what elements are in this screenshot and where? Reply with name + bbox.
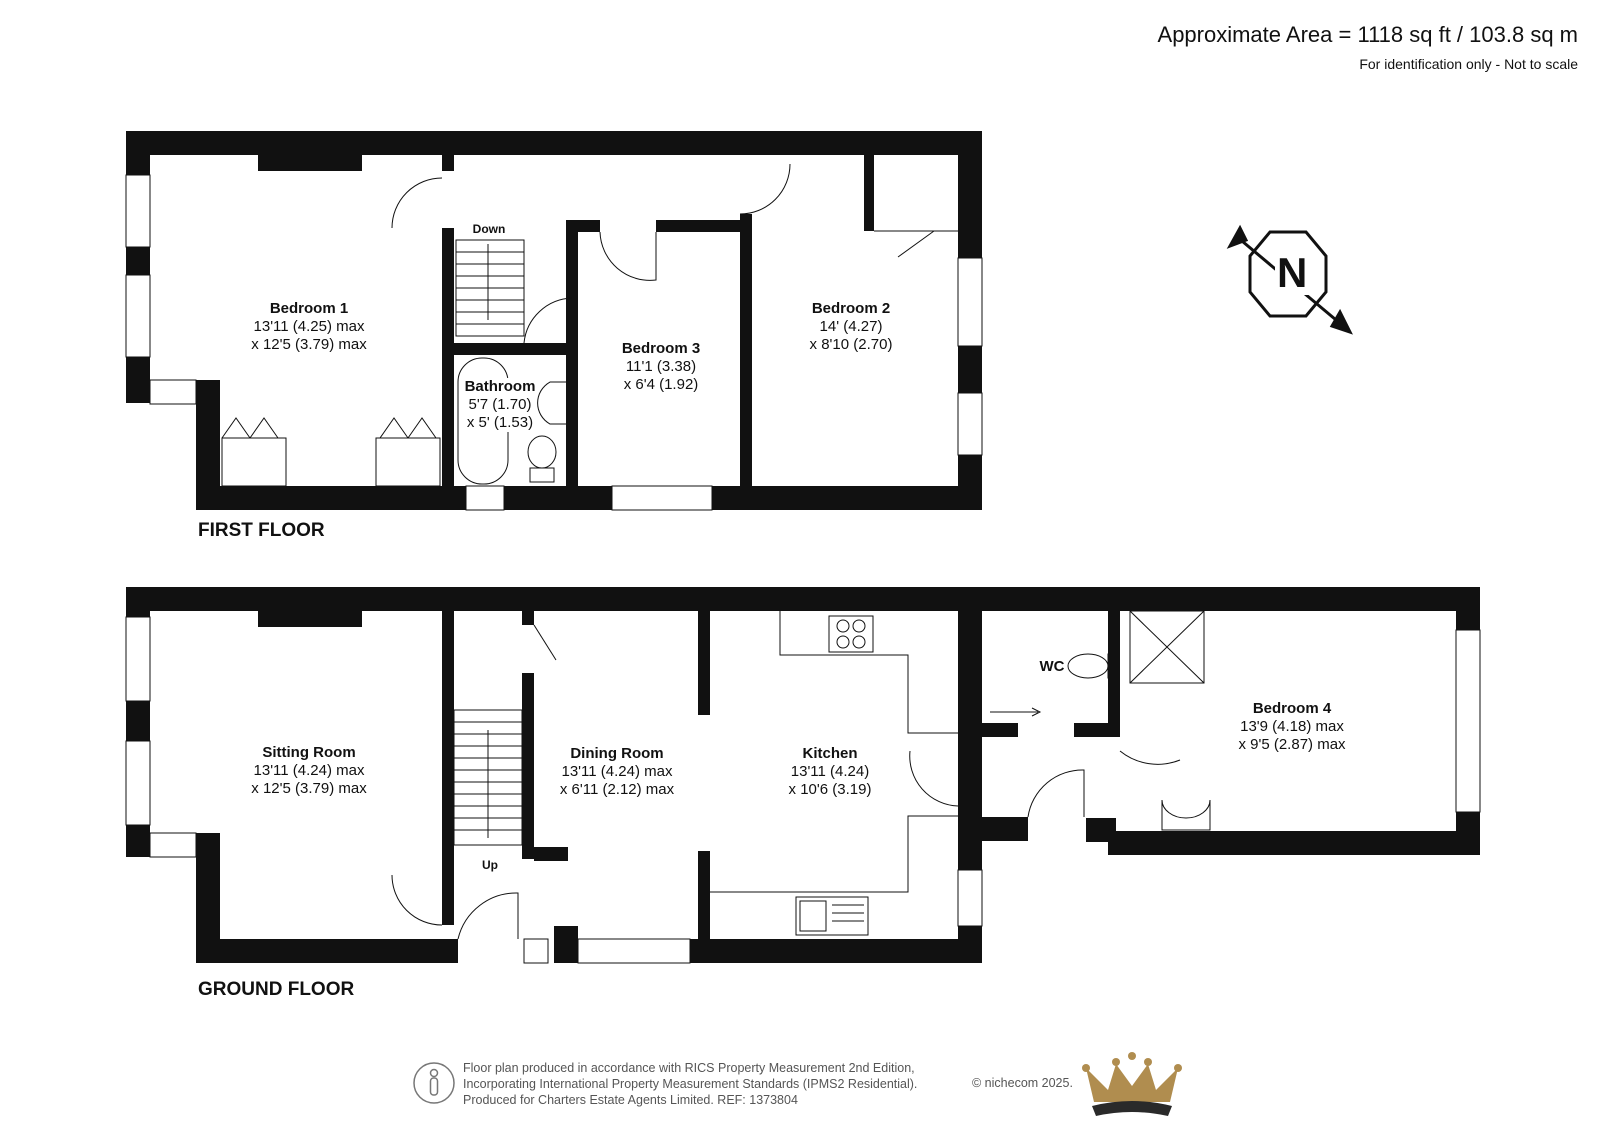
room-dimension: 13'11 (4.24) <box>790 763 870 780</box>
first-floor-walls <box>126 131 982 510</box>
room-bedroom-3: Bedroom 3 11'1 (3.38) x 6'4 (1.92) <box>622 340 700 394</box>
room-name: Bedroom 2 <box>811 300 891 317</box>
room-dimension: 13'9 (4.18) max <box>1240 718 1344 735</box>
room-dimension: 13'11 (4.24) max <box>253 762 365 779</box>
room-bedroom-1: Bedroom 1 13'11 (4.25) max x 12'5 (3.79)… <box>251 300 366 354</box>
room-dimension: 11'1 (3.38) <box>625 358 697 375</box>
room-bedroom-4: Bedroom 4 13'9 (4.18) max x 9'5 (2.87) m… <box>1238 700 1345 754</box>
person-icon <box>413 1062 455 1104</box>
room-dimension: x 12'5 (3.79) max <box>251 336 367 353</box>
first-floor-fixtures <box>221 163 958 487</box>
room-kitchen: Kitchen 13'11 (4.24) x 10'6 (3.19) <box>789 745 872 799</box>
room-dimension: x 5' (1.53) <box>466 414 534 431</box>
footer-line: Incorporating International Property Mea… <box>463 1077 918 1091</box>
room-dimension: 13'11 (4.25) max <box>253 318 365 335</box>
copyright-text: © nichecom 2025. <box>972 1076 1073 1090</box>
room-dimension: x 10'6 (3.19) <box>788 781 872 798</box>
room-name: Bathroom <box>464 378 536 395</box>
room-sitting-room: Sitting Room 13'11 (4.24) max x 12'5 (3.… <box>251 744 366 798</box>
room-bedroom-2: Bedroom 2 14' (4.27) x 8'10 (2.70) <box>810 300 893 354</box>
crown-logo-icon <box>1082 1052 1182 1116</box>
footer-disclaimer: Floor plan produced in accordance with R… <box>463 1060 917 1108</box>
room-dimension: x 6'11 (2.12) max <box>559 781 675 798</box>
room-wc: WC <box>1040 658 1065 676</box>
room-name: Sitting Room <box>262 744 356 761</box>
room-name: Kitchen <box>802 745 858 762</box>
footer-line: Floor plan produced in accordance with R… <box>463 1061 915 1075</box>
room-dimension: x 8'10 (2.70) <box>809 336 893 353</box>
room-dimension: 5'7 (1.70) <box>468 396 532 413</box>
room-name: WC <box>1039 658 1065 675</box>
room-bathroom: Bathroom 5'7 (1.70) x 5' (1.53) <box>464 378 536 432</box>
scale-note: For identification only - Not to scale <box>1359 56 1578 72</box>
room-name: Bedroom 4 <box>1252 700 1332 717</box>
room-dimension: x 12'5 (3.79) max <box>251 780 367 797</box>
room-dimension: 13'11 (4.24) max <box>561 763 673 780</box>
first-floor-label: FIRST FLOOR <box>198 520 325 541</box>
room-dining-room: Dining Room 13'11 (4.24) max x 6'11 (2.1… <box>560 745 674 799</box>
room-dimension: x 9'5 (2.87) max <box>1238 736 1346 753</box>
ground-floor-fixtures <box>391 610 1211 940</box>
ground-floor-label: GROUND FLOOR <box>198 979 355 1000</box>
room-name: Dining Room <box>570 745 664 762</box>
compass-north-letter: N <box>1275 249 1310 296</box>
stairs-down-label: Down <box>472 222 506 236</box>
first-floor-windows <box>125 174 983 511</box>
ground-floor-windows <box>125 616 1481 964</box>
room-name: Bedroom 1 <box>269 300 349 317</box>
room-dimension: x 6'4 (1.92) <box>623 376 699 393</box>
room-dimension: 14' (4.27) <box>819 318 883 335</box>
room-name: Bedroom 3 <box>621 340 701 357</box>
footer-line: Produced for Charters Estate Agents Limi… <box>463 1093 798 1107</box>
stairs-up-label: Up <box>482 858 498 872</box>
approximate-area: Approximate Area = 1118 sq ft / 103.8 sq… <box>1157 22 1578 47</box>
